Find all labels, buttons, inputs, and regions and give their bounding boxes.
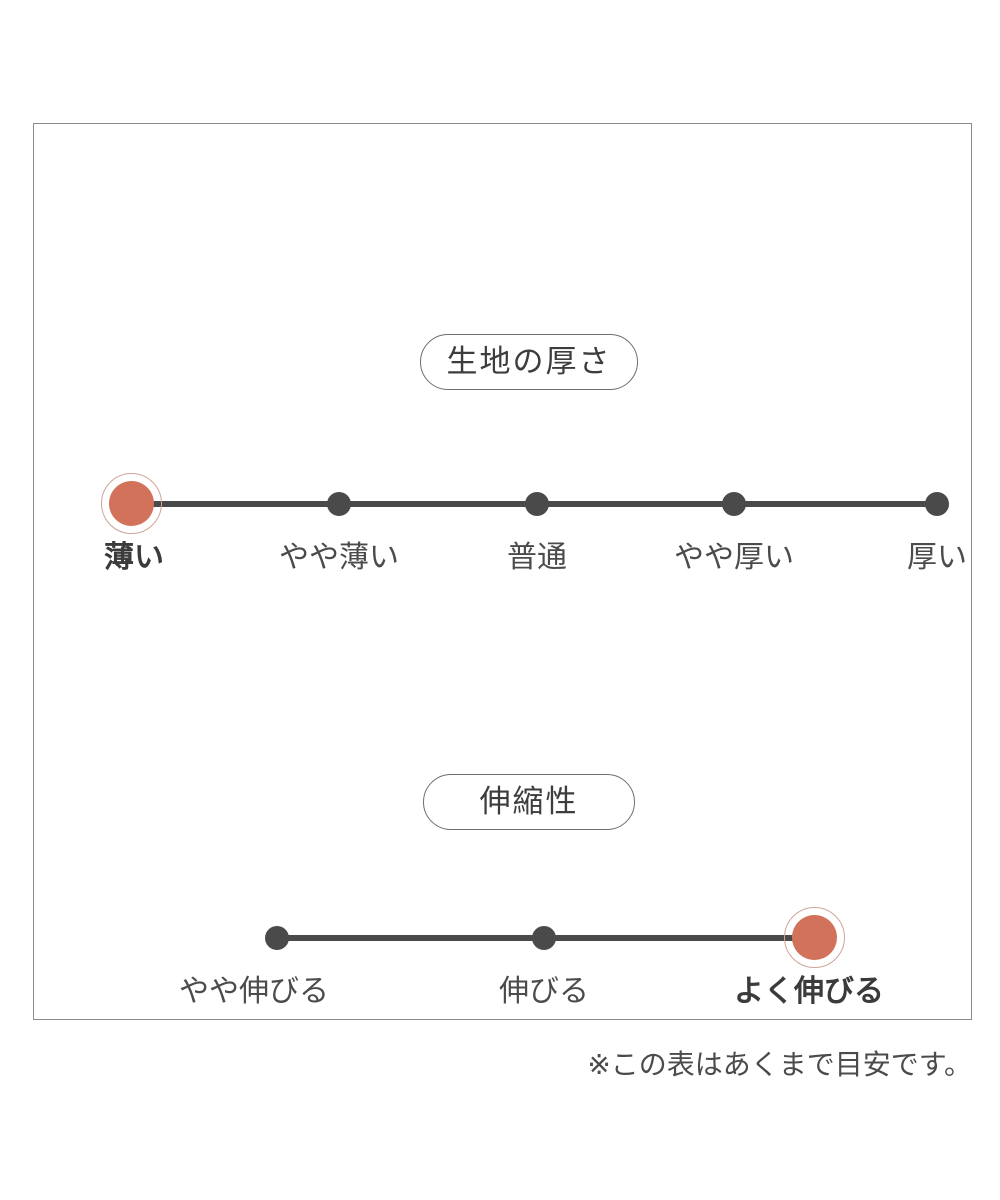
scale-thickness-active-ring <box>100 473 162 534</box>
scale-stretch-label-2: よく伸びる <box>734 975 884 1008</box>
scale-stretch-dot-2[interactable] <box>791 915 837 960</box>
scale-stretch-label-0: やや伸びる <box>179 975 329 1008</box>
section-heading-stretch: 伸縮性 <box>423 774 635 830</box>
scale-thickness-dot-1[interactable] <box>327 492 351 516</box>
scale-thickness-label-2: 普通 <box>507 541 567 574</box>
scale-thickness-label-0: 薄い <box>104 541 164 574</box>
scale-stretch: やや伸びる 伸びる よく伸びる <box>34 903 1000 1007</box>
scale-thickness-label-1: やや薄い <box>279 541 399 574</box>
scale-thickness-dot-3[interactable] <box>722 492 746 516</box>
scale-stretch-dot-1[interactable] <box>532 926 556 950</box>
scale-stretch-active-ring <box>783 907 845 968</box>
scale-thickness-label-4: 厚い <box>907 541 967 574</box>
scale-stretch-dot-0[interactable] <box>265 926 289 950</box>
footnote-disclaimer: ※この表はあくまで目安です。 <box>587 1049 972 1080</box>
scale-thickness: 薄い やや薄い 普通 やや厚い 厚い <box>34 469 1000 573</box>
section-heading-thickness-label: 生地の厚さ <box>446 343 612 379</box>
scale-stretch-label-1: 伸びる <box>499 975 589 1008</box>
scale-thickness-dot-4[interactable] <box>925 492 949 516</box>
section-heading-thickness: 生地の厚さ <box>420 334 638 390</box>
spec-card: 生地の厚さ 薄い やや薄い 普通 やや厚い 厚い 伸縮性 やや伸 <box>33 123 972 1020</box>
section-heading-stretch-label: 伸縮性 <box>479 783 579 819</box>
scale-thickness-label-3: やや厚い <box>674 541 794 574</box>
scale-thickness-dot-2[interactable] <box>525 492 549 516</box>
scale-thickness-dot-0[interactable] <box>108 481 154 526</box>
